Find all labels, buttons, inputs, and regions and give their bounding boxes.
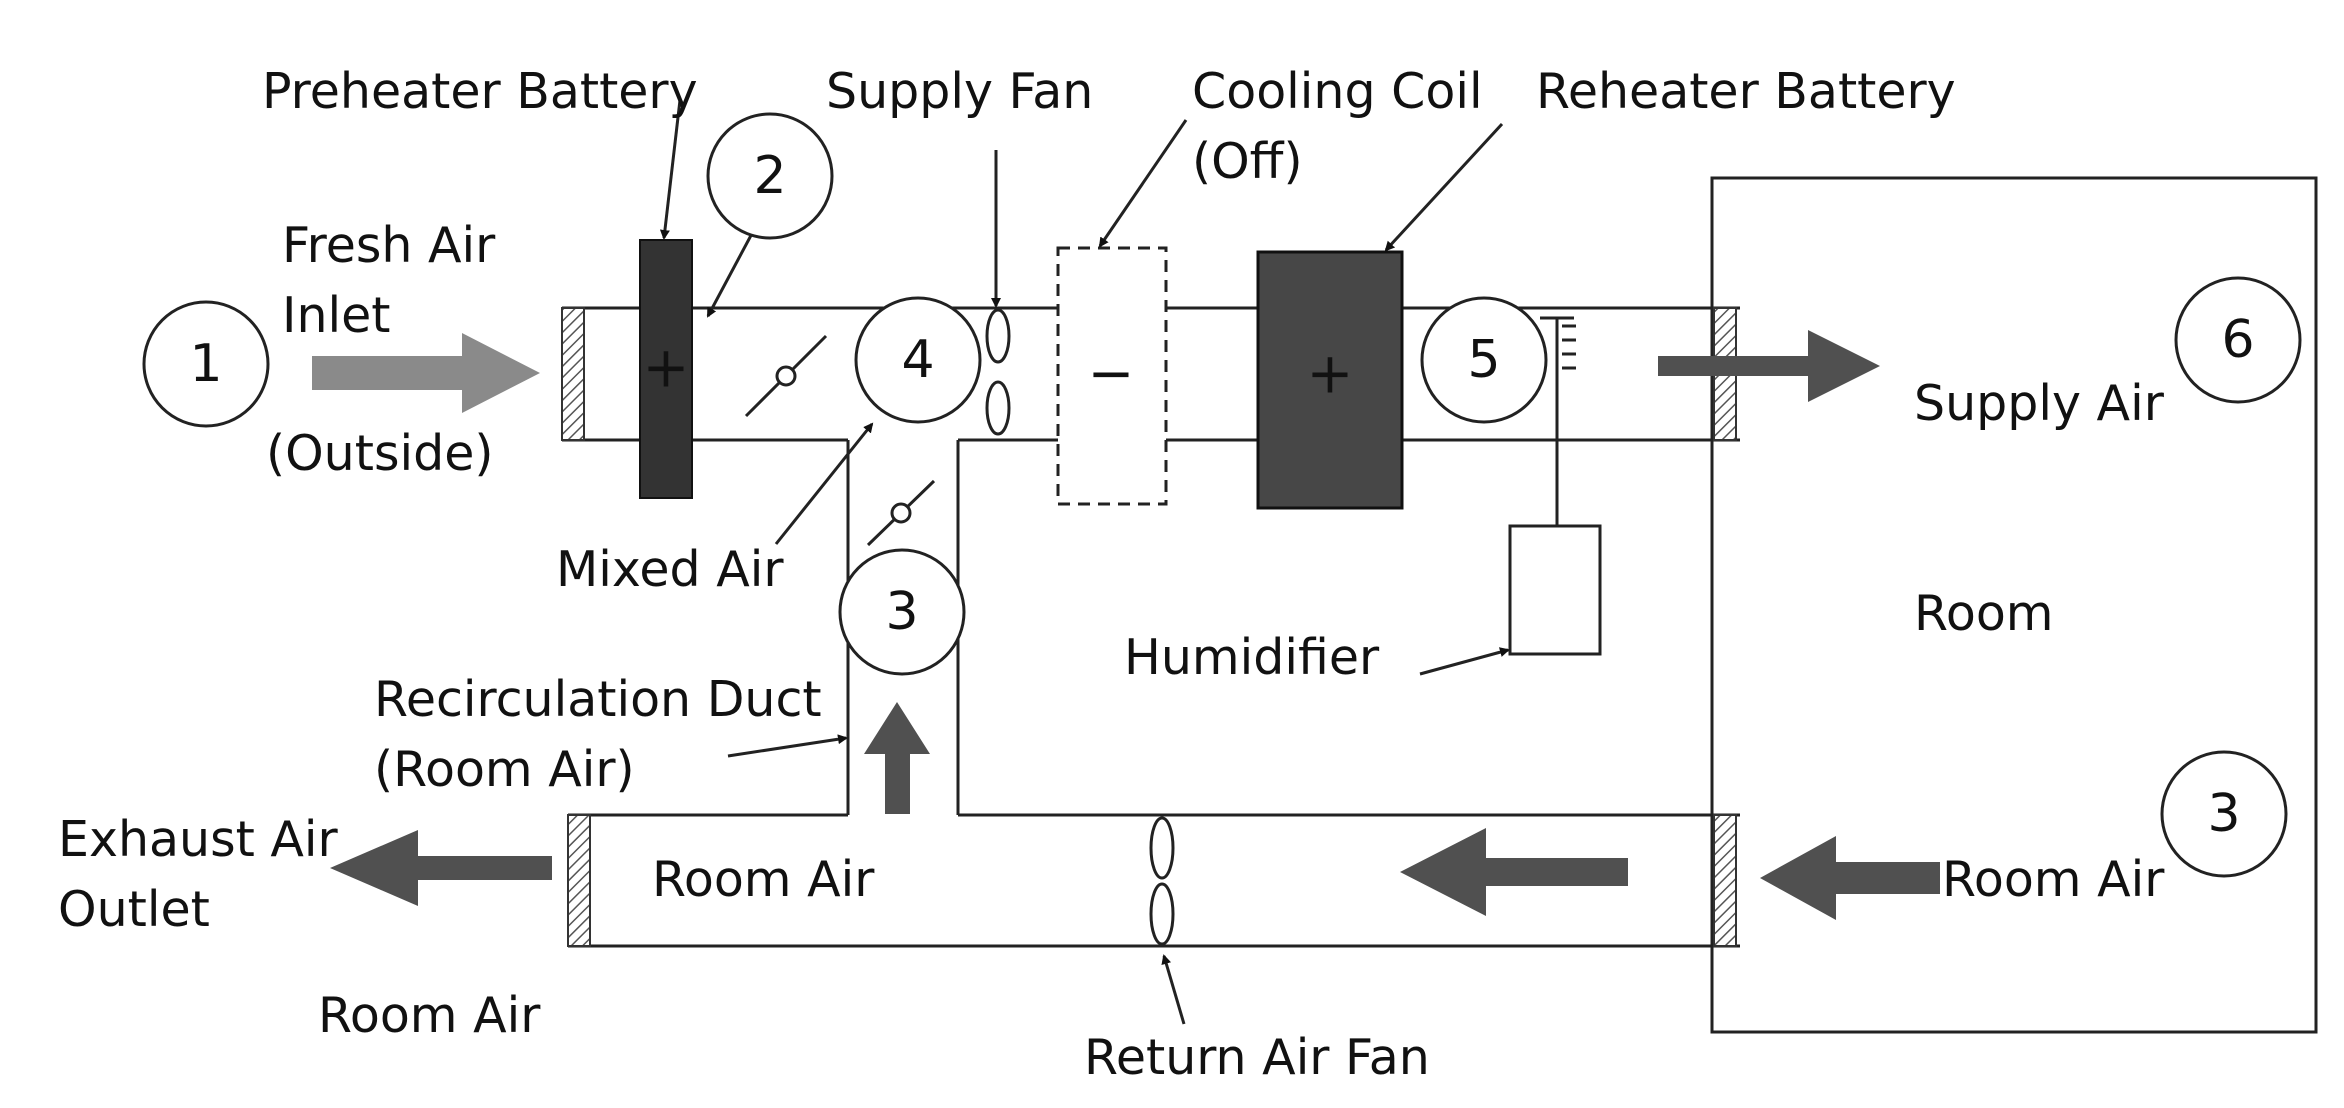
svg-text:3: 3 <box>885 582 918 642</box>
state-1: 1 <box>142 300 270 428</box>
exhaust-air-arrow <box>330 830 552 906</box>
label-room-air-duct: Room Air <box>652 851 875 908</box>
label-room-air-inlet: Room Air <box>1942 851 2165 908</box>
fresh-air-arrow <box>312 333 540 413</box>
return-duct-arrow <box>1400 828 1628 916</box>
svg-text:4: 4 <box>901 330 934 390</box>
state-2: 2 <box>706 112 834 240</box>
cooling-coil <box>1056 246 1168 506</box>
label-return-air-fan: Return Air Fan <box>1084 1029 1430 1086</box>
room-return-grille <box>1713 814 1737 947</box>
svg-text:5: 5 <box>1467 330 1500 390</box>
supply-fan <box>985 308 1011 436</box>
state-3-duct: 3 <box>838 548 966 676</box>
exhaust-grille <box>567 814 591 947</box>
state-5: 5 <box>1420 296 1548 424</box>
preheater-battery <box>639 239 693 499</box>
label-room: Room <box>1914 585 2054 642</box>
label-room-air-recirc: (Room Air) <box>374 741 635 798</box>
reheater-battery <box>1256 250 1404 510</box>
recirculation-damper <box>866 479 936 547</box>
supply-air-arrow <box>1658 330 1880 402</box>
recirculation-arrow <box>864 702 930 814</box>
room-box <box>1710 176 2318 1034</box>
label-humidifier: Humidifier <box>1124 629 1380 686</box>
label-preheater-battery: Preheater Battery <box>262 63 698 120</box>
reheater-sign: + <box>1307 342 1354 407</box>
label-cooling-coil: Cooling Coil <box>1192 63 1483 120</box>
state-4: 4 <box>854 296 982 424</box>
state-3-room: 3 <box>2160 750 2288 878</box>
return-air-fan <box>1149 816 1175 946</box>
label-exhaust-air: Exhaust Air <box>58 811 339 868</box>
fresh-air-grille <box>561 307 585 441</box>
label-fresh-air: Fresh Air <box>282 217 496 274</box>
fresh-air-damper <box>744 334 828 418</box>
svg-text:1: 1 <box>189 334 222 394</box>
label-outside: (Outside) <box>266 425 493 482</box>
preheater-sign: + <box>643 336 690 401</box>
svg-text:6: 6 <box>2221 310 2254 370</box>
label-reheater-battery: Reheater Battery <box>1536 63 1956 120</box>
svg-text:2: 2 <box>753 146 786 206</box>
label-outlet: Outlet <box>58 881 210 938</box>
label-supply-air: Supply Air <box>1914 375 2165 432</box>
label-mixed-air: Mixed Air <box>556 541 784 598</box>
label-cooling-coil-state: (Off) <box>1192 133 1303 190</box>
room-air-arrow <box>1760 836 1940 920</box>
return-duct <box>568 813 1740 948</box>
label-recirculation-duct: Recirculation Duct <box>374 671 822 728</box>
label-supply-fan: Supply Fan <box>826 63 1093 120</box>
label-room-air-bottom: Room Air <box>318 987 541 1044</box>
state-6: 6 <box>2174 276 2302 404</box>
label-inlet: Inlet <box>282 287 390 344</box>
cooling-sign: − <box>1088 342 1135 407</box>
svg-text:3: 3 <box>2207 784 2240 844</box>
humidifier <box>1508 316 1602 656</box>
